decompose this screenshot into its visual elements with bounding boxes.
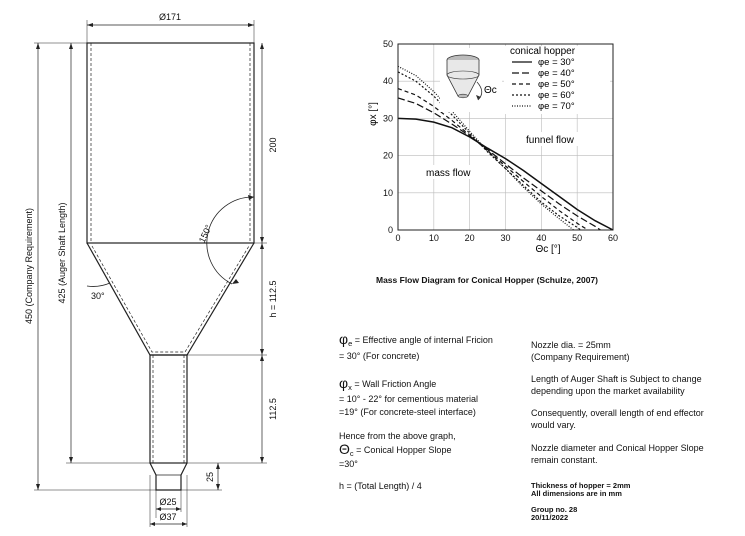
series-line-2 bbox=[397, 97, 601, 231]
x-tick-label: 20 bbox=[465, 233, 475, 243]
series-line-1 bbox=[397, 117, 614, 231]
dim-cylinder-height: 200 bbox=[268, 137, 278, 152]
angle-arc-150 bbox=[206, 196, 255, 285]
series-line-3 bbox=[397, 88, 589, 231]
dim-tip-inner: Ø25 bbox=[159, 497, 176, 507]
dim-tip-height: 25 bbox=[205, 472, 215, 482]
legend-label-1: φe = 30° bbox=[538, 57, 575, 68]
plot-frame bbox=[397, 43, 614, 231]
note-thickness: Thickness of hopper = 2mm bbox=[531, 481, 631, 490]
phi-e-subscript: e bbox=[348, 338, 353, 348]
note-phi-x: φx = Wall Friction Angle bbox=[339, 375, 437, 394]
theta-subscript: c bbox=[349, 448, 354, 458]
note-auger-1: Length of Auger Shaft is Subject to chan… bbox=[531, 374, 702, 384]
legend-label-4: φe = 60° bbox=[538, 90, 575, 101]
phi-e-symbol: φ bbox=[339, 331, 349, 347]
dim-auger-length: 425 (Auger Shaft Length) bbox=[57, 202, 67, 303]
note-constant-2: remain constant. bbox=[531, 455, 598, 465]
note-nozzle-1: Nozzle dia. = 25mm bbox=[531, 340, 611, 350]
note-date: 20/11/2022 bbox=[531, 513, 569, 522]
note-hence: Hence from the above graph, bbox=[339, 431, 456, 441]
note-all-dims: All dimensions are in mm bbox=[531, 489, 622, 498]
nozzle-tip bbox=[149, 462, 188, 491]
note-phi-e-value: = 30° (For concrete) bbox=[339, 351, 420, 361]
chart-title: Mass Flow Diagram for Conical Hopper (Sc… bbox=[376, 275, 598, 285]
legend-label-5: φe = 70° bbox=[538, 101, 575, 112]
series-line-4 bbox=[397, 71, 582, 231]
y-axis-label: φx [°] bbox=[368, 102, 379, 126]
y-tick-label: 50 bbox=[383, 39, 393, 49]
phi-e-text: = Effective angle of internal Fricion bbox=[352, 335, 493, 345]
nozzle-tube bbox=[149, 354, 188, 464]
note-phi-x-line2: = 10° - 22° for cementious material bbox=[339, 394, 479, 404]
chart-curves bbox=[397, 65, 614, 231]
x-tick-label: 40 bbox=[536, 233, 546, 243]
note-phi-x-line3: =19° (For concrete-steel interface) bbox=[339, 407, 476, 417]
dim-nozzle-height: 112.5 bbox=[268, 398, 278, 420]
inset-theta-label: Θc bbox=[484, 85, 497, 96]
x-axis-label: Θc [°] bbox=[535, 244, 560, 255]
dim-tip-outer: Ø37 bbox=[159, 512, 176, 522]
inset-hopper-icon: Θc bbox=[440, 48, 502, 112]
x-tick-label: 0 bbox=[395, 233, 400, 243]
phi-x-text: = Wall Friction Angle bbox=[351, 379, 437, 389]
angle-arc-30 bbox=[86, 282, 111, 287]
series-line-5 bbox=[397, 65, 574, 231]
note-theta-value: =30° bbox=[339, 459, 358, 469]
dim-top-diameter: Ø171 bbox=[159, 12, 181, 22]
note-nozzle-2: (Company Requirement) bbox=[531, 352, 630, 362]
hopper-drawing: Ø171 200 150° 30° h = 112.5 112.5 25 Ø25… bbox=[24, 12, 278, 527]
note-group: Group no. 28 bbox=[531, 505, 578, 514]
note-auger-2: depending upon the market availability bbox=[531, 386, 685, 396]
legend-label-2: φe = 40° bbox=[538, 68, 575, 79]
y-tick-label: 0 bbox=[388, 225, 393, 235]
y-tick-label: 30 bbox=[383, 113, 393, 123]
x-tick-label: 60 bbox=[608, 233, 618, 243]
note-h-formula: h = (Total Length) / 4 bbox=[339, 481, 422, 491]
note-theta: Θc = Conical Hopper Slope bbox=[339, 441, 452, 460]
note-phi-e: φe = Effective angle of internal Fricion bbox=[339, 331, 493, 350]
note-conseq-1: Consequently, overall length of end effe… bbox=[531, 408, 704, 418]
hopper-cylinder-body bbox=[86, 42, 255, 244]
y-tick-label: 10 bbox=[383, 188, 393, 198]
x-tick-label: 50 bbox=[572, 233, 582, 243]
dim-angle-30: 30° bbox=[91, 291, 105, 301]
note-conseq-2: would vary. bbox=[531, 420, 576, 430]
region-funnel-flow: funnel flow bbox=[526, 135, 575, 146]
hopper-cone bbox=[86, 242, 255, 356]
legend-title: conical hopper bbox=[510, 46, 576, 57]
phi-x-subscript: x bbox=[348, 382, 352, 392]
mass-flow-chart: 0 10 20 30 40 50 60 0 10 20 30 40 50 Θc conical hopp… bbox=[368, 39, 618, 255]
region-mass-flow: mass flow bbox=[426, 168, 471, 179]
dim-total-length: 450 (Company Requirement) bbox=[24, 208, 34, 324]
theta-text: = Conical Hopper Slope bbox=[353, 445, 452, 455]
note-constant-1: Nozzle diameter and Conical Hopper Slope bbox=[531, 443, 704, 453]
x-tick-label: 10 bbox=[429, 233, 439, 243]
x-tick-label: 30 bbox=[500, 233, 510, 243]
chart-legend: conical hopper φe = 30°φe = 40°φe = 50°φ… bbox=[504, 46, 610, 114]
y-tick-label: 40 bbox=[383, 76, 393, 86]
cone-inner-wall bbox=[91, 245, 250, 353]
legend-label-3: φe = 50° bbox=[538, 79, 575, 90]
y-tick-label: 20 bbox=[383, 151, 393, 161]
phi-x-symbol: φ bbox=[339, 375, 349, 391]
theta-symbol: Θ bbox=[339, 441, 350, 457]
chart-ticks: 0 10 20 30 40 50 60 0 10 20 30 40 50 bbox=[383, 39, 618, 243]
dim-angle-150: 150° bbox=[197, 223, 214, 244]
dim-cone-height: h = 112.5 bbox=[268, 280, 278, 317]
